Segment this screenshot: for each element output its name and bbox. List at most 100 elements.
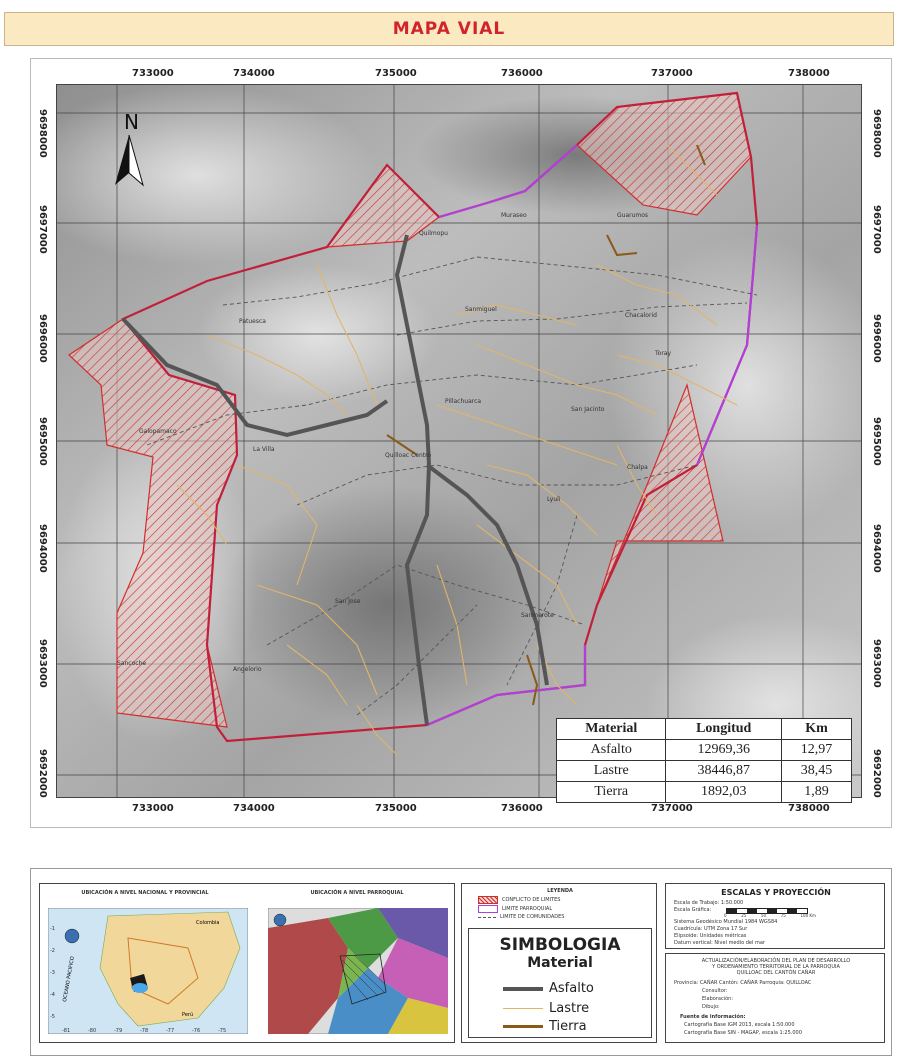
- coord-right: 9692000: [871, 749, 882, 798]
- coord-right: 9696000: [871, 314, 882, 363]
- coord-bottom: 735000: [375, 803, 417, 814]
- svg-text:-5: -5: [50, 1014, 55, 1020]
- coord-left: 9698000: [37, 109, 48, 158]
- svg-text:-75: -75: [218, 1028, 226, 1034]
- coord-top: 737000: [651, 68, 693, 79]
- scales-title: ESCALAS Y PROYECCIÓN: [721, 888, 831, 897]
- table-row: Lastre 38446,87 38,45: [555, 760, 853, 782]
- coord-right: 9698000: [871, 109, 882, 158]
- cell: 12,97: [780, 739, 853, 761]
- svg-text:Chalpa: Chalpa: [627, 464, 648, 471]
- legend-conflict: CONFLICTO DE LIMITES: [502, 897, 561, 903]
- national-location-map: Colombia Perú OCEANO PACIFICO -81 -80 -7…: [48, 908, 248, 1034]
- svg-text:Muraseo: Muraseo: [501, 212, 527, 219]
- coord-left: 9697000: [37, 205, 48, 254]
- coord-right: 9694000: [871, 524, 882, 573]
- project-line: QUILLOAC DEL CANTÓN CAÑAR: [736, 970, 816, 976]
- material-title: Material: [527, 955, 593, 971]
- svg-text:-4: -4: [50, 992, 55, 998]
- project-field: Consultor:: [702, 988, 728, 994]
- svg-text:Sancoche: Sancoche: [117, 660, 146, 667]
- svg-text:Angelorio: Angelorio: [233, 666, 262, 673]
- col-km: Km: [780, 718, 853, 740]
- svg-text:-1: -1: [50, 926, 55, 932]
- svg-text:-77: -77: [166, 1028, 174, 1034]
- svg-text:-81: -81: [62, 1028, 70, 1034]
- cell: Asfalto: [555, 739, 667, 761]
- parish-location-map: [268, 908, 448, 1034]
- project-info-box: ACTUALIZACIÓN/ELABORACIÓN DEL PLAN DE DE…: [665, 953, 885, 1043]
- svg-text:San Jacinto: San Jacinto: [571, 406, 605, 413]
- cell: 12969,36: [665, 739, 782, 761]
- coord-top: 734000: [233, 68, 275, 79]
- map-title: MAPA VIAL: [392, 19, 506, 39]
- coord-left: 9696000: [37, 314, 48, 363]
- svg-text:Lyuli: Lyuli: [547, 496, 561, 503]
- place-labels: Patuesca Sanmiguel Chacalorid Toray Pill…: [117, 212, 671, 673]
- coord-left: 9695000: [37, 417, 48, 466]
- conflict-zones: [68, 92, 752, 728]
- table-row: Tierra 1892,03 1,89: [555, 781, 853, 803]
- svg-text:Patuesca: Patuesca: [239, 318, 266, 325]
- coord-right: 9695000: [871, 417, 882, 466]
- coord-left: 9692000: [37, 749, 48, 798]
- map-canvas[interactable]: N Patuesca Sanmiguel Chacalorid Toray Pi…: [56, 84, 862, 798]
- table-row: Asfalto 12969,36 12,97: [555, 739, 853, 761]
- col-material: Material: [555, 718, 667, 740]
- svg-text:La Villa: La Villa: [253, 446, 275, 453]
- cell: 38,45: [780, 760, 853, 782]
- title-banner: MAPA VIAL: [4, 12, 894, 46]
- coord-top: 736000: [501, 68, 543, 79]
- coord-bottom: 738000: [788, 803, 830, 814]
- symbol-lastre: Lastre: [549, 1001, 590, 1016]
- coord-bottom: 736000: [501, 803, 543, 814]
- tierra-roads: [386, 144, 706, 706]
- north-label: N: [124, 110, 139, 134]
- national-location-title: UBICACIÓN A NIVEL NACIONAL Y PROVINCIAL: [81, 890, 209, 896]
- coord-bottom: 737000: [651, 803, 693, 814]
- north-arrow-icon: N: [115, 110, 144, 187]
- project-field: Provincia: CAÑAR Cantón: CAÑAR Parroquia…: [674, 980, 812, 986]
- projection-line: Sistema Geodésico Mundial 1984 WGS84: [674, 919, 778, 925]
- legend-community: LIMITE DE COMUNIDADES: [500, 914, 565, 920]
- svg-text:Sanmerote: Sanmerote: [521, 612, 554, 619]
- svg-text:Quilloac Centro: Quilloac Centro: [385, 452, 431, 459]
- symbol-asfalto: Asfalto: [549, 981, 594, 996]
- road-length-table: Material Longitud Km Asfalto 12969,36 12…: [555, 718, 853, 803]
- project-field: Dibujo:: [702, 1004, 720, 1010]
- scale-bar: [726, 908, 808, 914]
- asfalto-roads: [121, 234, 549, 726]
- location-box: UBICACIÓN A NIVEL NACIONAL Y PROVINCIAL …: [39, 883, 455, 1043]
- project-field: Elaboración:: [702, 996, 734, 1002]
- coord-bottom: 734000: [233, 803, 275, 814]
- mini-map-axis-labels: -81 -80 -79 -78 -77 -76 -75 -1 -2 -3 -4 …: [50, 926, 226, 1034]
- cell: 38446,87: [665, 760, 782, 782]
- svg-text:Galopamaco: Galopamaco: [139, 428, 177, 435]
- parish-location-title: UBICACIÓN A NIVEL PARROQUIAL: [310, 890, 404, 896]
- svg-text:Quilmopu: Quilmopu: [419, 230, 448, 237]
- parish-boundary: [121, 91, 759, 743]
- coord-top: 733000: [132, 68, 174, 79]
- svg-text:-76: -76: [192, 1028, 200, 1034]
- scales-box: ESCALAS Y PROYECCIÓN Escala de Trabajo: …: [665, 883, 885, 949]
- svg-text:Chacalorid: Chacalorid: [625, 312, 657, 319]
- simbologia-box: SIMBOLOGIA Material Asfalto Lastre Tierr…: [468, 928, 652, 1038]
- svg-text:Toray: Toray: [654, 350, 671, 357]
- scale-bar-ticks: 0 25 50 75 100 Km: [724, 913, 816, 918]
- label-colombia: Colombia: [196, 920, 220, 926]
- svg-text:Pillachuarca: Pillachuarca: [445, 398, 481, 405]
- svg-text:-80: -80: [88, 1028, 96, 1034]
- coord-left: 9694000: [37, 524, 48, 573]
- cell: 1892,03: [665, 781, 782, 803]
- coord-bottom: 733000: [132, 803, 174, 814]
- project-field: Cartografía Base SIN - MAGAP, escala 1:2…: [684, 1030, 802, 1036]
- cell: 1,89: [780, 781, 853, 803]
- coord-top: 735000: [375, 68, 417, 79]
- graphic-scale: Escala Gráfica:: [674, 907, 712, 913]
- svg-text:-78: -78: [140, 1028, 148, 1034]
- projection-line: Elipsoide: Unidades métricas: [674, 933, 747, 939]
- svg-text:-79: -79: [114, 1028, 122, 1034]
- svg-text:Guarumos: Guarumos: [617, 212, 648, 219]
- simbologia-title: SIMBOLOGIA: [499, 935, 621, 955]
- work-scale: Escala de Trabajo: 1:50.000: [674, 900, 744, 906]
